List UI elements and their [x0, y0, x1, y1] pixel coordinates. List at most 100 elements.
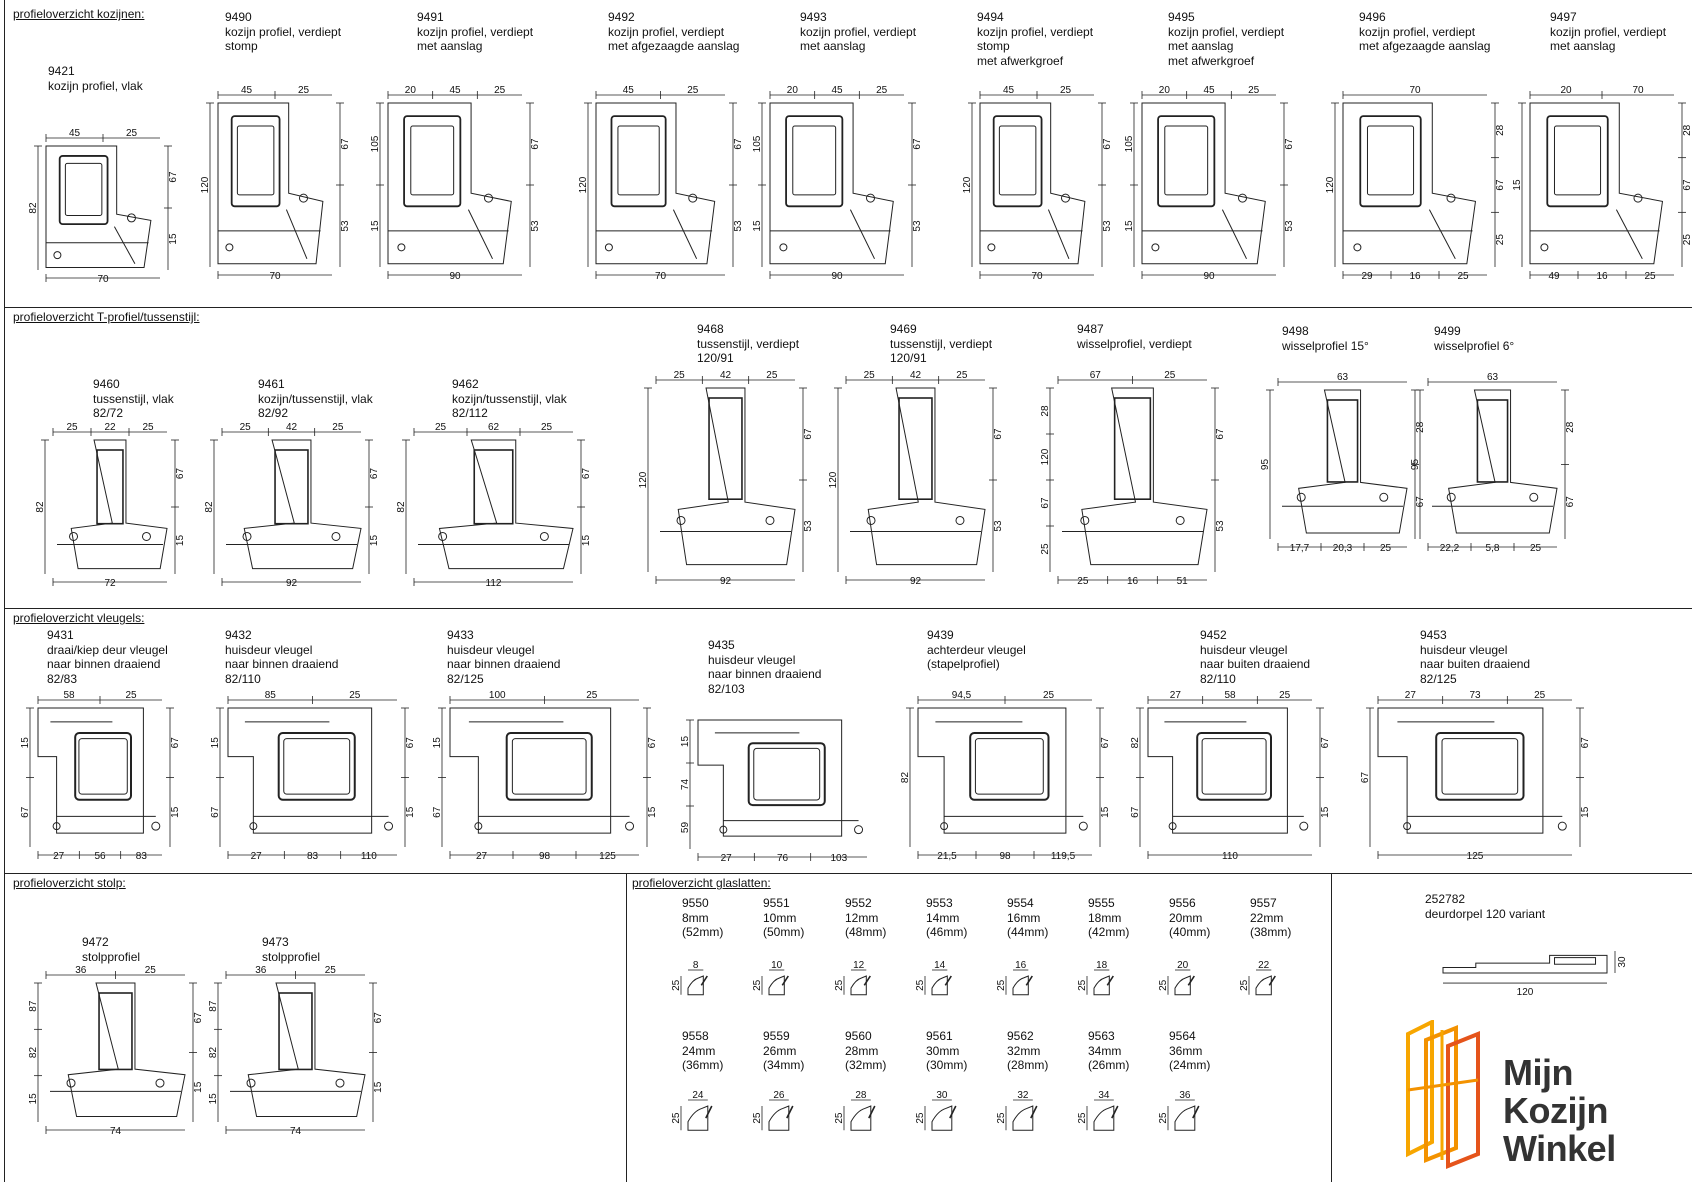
profile-description: kozijn profiel, vlak	[48, 78, 143, 93]
dimension-top: 85	[265, 690, 277, 701]
dimension-top: 25	[687, 85, 699, 96]
profile-description: naar binnen draaiend	[225, 657, 339, 671]
dimension-right: 67	[733, 138, 744, 150]
dimension-right: 67	[405, 737, 416, 749]
dimension-top: 42	[286, 422, 298, 433]
dimension-left: 15	[432, 737, 443, 749]
dimension-top: 45	[831, 85, 843, 96]
profile-code: 9554	[1007, 896, 1034, 910]
dimension-width: 22	[1258, 960, 1270, 971]
dimension-height: 25	[752, 1112, 763, 1124]
profile-description: met aanslag	[1550, 39, 1616, 53]
section-title-tprofiel: profieloverzicht T-profiel/tussenstijl:	[13, 310, 200, 324]
dimension-bottom: 83	[136, 851, 148, 862]
dimension-right: 67	[170, 737, 181, 749]
dimension-top: 36	[75, 965, 87, 976]
dimension-right: 15	[1100, 806, 1111, 818]
dimension-bottom: 25	[1457, 271, 1469, 282]
profile-cross-section	[769, 102, 894, 265]
dimension-bottom: 72	[104, 578, 116, 589]
profile-drawing: 28 25	[834, 1090, 876, 1131]
profile-description: (30mm)	[926, 1058, 968, 1072]
dimension-top: 25	[766, 370, 778, 381]
profile-cross-section	[226, 439, 362, 570]
dimension-top: 20	[787, 85, 799, 96]
dimension-top: 45	[623, 85, 635, 96]
dimension-top: 94,5	[952, 690, 972, 701]
dimension-bottom: 25	[1530, 543, 1542, 554]
profile-description: naar binnen draaiend	[447, 657, 561, 671]
dimension-right: 53	[912, 220, 923, 232]
dimension-bottom: 74	[110, 1126, 122, 1137]
profile-cross-section	[1147, 707, 1309, 834]
profile-cross-section	[687, 975, 708, 996]
logo-wordmark: Mijn Kozijn Winkel	[1503, 1054, 1616, 1168]
dimension-height: 25	[834, 1112, 845, 1124]
profile-description: met aanslag	[800, 39, 866, 53]
dimension-left: 15	[20, 737, 31, 749]
dimension-width: 28	[855, 1090, 867, 1101]
dimension-bottom: 74	[290, 1126, 302, 1137]
profile-description: wisselprofiel 6°	[1434, 338, 1515, 353]
profile-cross-section	[1062, 387, 1208, 566]
profile-description: 12mm	[845, 910, 879, 925]
profile-code: 9499	[1434, 324, 1461, 338]
profile-code: 9494	[977, 10, 1004, 24]
dimension-left: 15	[1512, 179, 1523, 191]
dimension-left: 15	[1124, 220, 1135, 232]
dimension-left: 67	[1040, 497, 1051, 509]
dimension-right: 67	[581, 468, 592, 480]
profile-description: huisdeur vleugel	[1200, 642, 1288, 657]
dimension-bottom: 92	[286, 578, 298, 589]
profile-cross-section	[850, 975, 871, 996]
profile-description: kozijn profiel, verdiept	[1359, 24, 1476, 39]
dimension-width: 26	[773, 1090, 785, 1101]
profile-description: huisdeur vleugel	[1420, 642, 1508, 657]
profile-cross-section	[687, 1105, 713, 1131]
profile-description: stolpprofiel	[262, 949, 321, 964]
profile-cross-section	[979, 102, 1086, 265]
dimension-top: 25	[125, 690, 137, 701]
profile-description: draai/kiep deur vleugel	[47, 642, 168, 657]
profile-cross-section	[1174, 975, 1195, 996]
profile-cross-section	[1432, 389, 1558, 534]
dimension-bottom: 119,5	[1051, 851, 1076, 862]
profile-code: 9495	[1168, 10, 1195, 24]
dimension-left: 82	[204, 501, 215, 513]
dimension-left: 15	[210, 737, 221, 749]
profile-description: 82/112	[452, 406, 488, 420]
dimension-left: 67	[432, 806, 443, 818]
dimension-bottom: 110	[361, 851, 377, 862]
profile-code: 9559	[763, 1029, 790, 1043]
dimension-top: 22	[104, 422, 116, 433]
profile-description: achterdeur vleugel	[927, 642, 1026, 657]
dimension-top: 42	[720, 370, 732, 381]
profile-description: tussenstijl, verdiept	[890, 336, 993, 351]
dimension-top: 67	[1090, 370, 1102, 381]
dimension-left: 120	[1325, 176, 1336, 193]
dimension-top: 70	[1409, 85, 1421, 96]
profile-description: tussenstijl, verdiept	[697, 336, 800, 351]
dimension-height: 25	[915, 979, 926, 991]
profile-description: 36mm	[1169, 1043, 1203, 1058]
dimension-left: 25	[1040, 543, 1051, 555]
dimension-height: 25	[996, 979, 1007, 991]
dimension-right: 67	[1565, 496, 1576, 508]
dimension-right: 53	[340, 220, 351, 232]
dimension-height: 25	[1077, 979, 1088, 991]
